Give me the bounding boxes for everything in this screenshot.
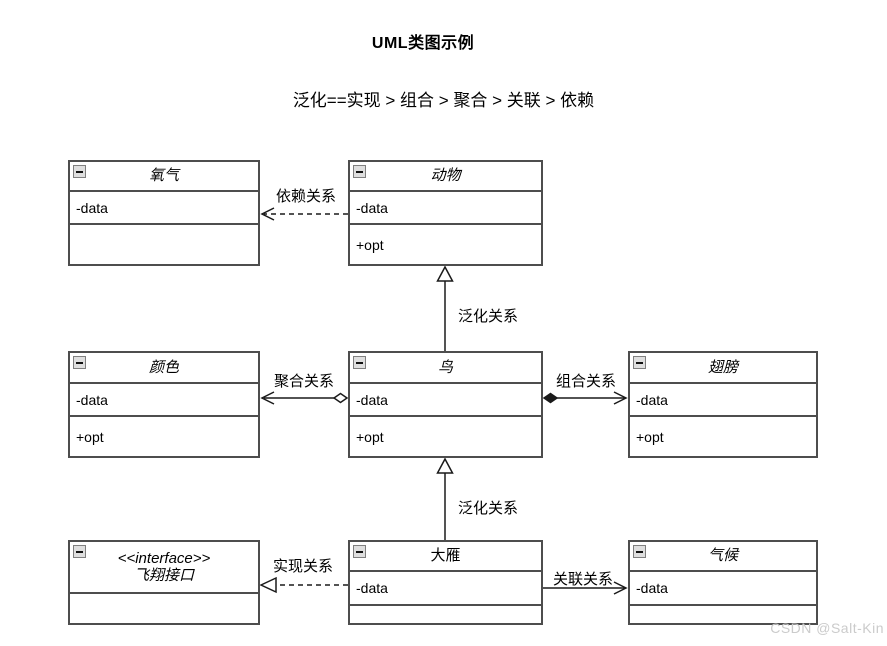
collapse-icon[interactable] — [353, 545, 366, 558]
attribute-row: -data — [70, 382, 258, 415]
generalization-top-line — [436, 265, 454, 351]
hollow-triangle-icon — [436, 457, 454, 474]
csdn-watermark: CSDN @Salt-Kin — [770, 620, 884, 636]
attribute-row: -data — [350, 570, 541, 604]
page-title: UML类图示例 — [371, 35, 475, 52]
attribute-row: -data — [350, 382, 541, 415]
minus-icon — [636, 361, 643, 364]
generalization-bottom-line — [436, 457, 454, 540]
open-arrowhead-icon — [613, 581, 628, 595]
minus-icon — [356, 361, 363, 364]
class-box-animal: 动物 -data +opt — [348, 160, 543, 266]
attribute-row: -data — [630, 382, 816, 415]
generalization-top-label: 泛化关系 — [458, 308, 519, 325]
aggregation-line — [260, 391, 349, 405]
collapse-icon[interactable] — [353, 165, 366, 178]
minus-icon — [636, 550, 643, 553]
class-header: <<interface>> 飞翔接口 — [70, 542, 258, 592]
methods-compartment — [70, 223, 258, 264]
collapse-icon[interactable] — [353, 356, 366, 369]
methods-compartment — [630, 604, 816, 623]
realization-line — [259, 576, 348, 594]
method-row: +opt — [350, 223, 541, 264]
class-name: 翅膀 — [707, 358, 738, 376]
dependency-label: 依赖关系 — [276, 188, 337, 205]
methods-compartment — [350, 604, 541, 623]
class-box-oxygen: 氧气 -data — [68, 160, 260, 266]
class-name: 动物 — [430, 167, 461, 185]
realization-label: 实现关系 — [273, 558, 334, 575]
class-name: 大雁 — [430, 547, 461, 565]
attribute-row: -data — [70, 190, 258, 223]
open-arrowhead-icon — [260, 391, 275, 405]
class-box-color: 颜色 -data +opt — [68, 351, 260, 458]
class-header: 氧气 — [70, 162, 258, 190]
class-header: 大雁 — [350, 542, 541, 570]
open-arrowhead-icon — [260, 207, 275, 221]
class-box-bird: 鸟 -data +opt — [348, 351, 543, 458]
open-arrowhead-icon — [613, 391, 628, 405]
class-header: 动物 — [350, 162, 541, 190]
class-name: 氧气 — [148, 167, 179, 185]
method-row: +opt — [350, 415, 541, 456]
class-box-wings: 翅膀 -data +opt — [628, 351, 818, 458]
aggregation-label: 聚合关系 — [274, 373, 335, 390]
minus-icon — [356, 550, 363, 553]
generalization-bottom-label: 泛化关系 — [458, 500, 519, 517]
class-name: 鸟 — [437, 358, 453, 376]
class-header: 鸟 — [350, 353, 541, 382]
minus-icon — [76, 550, 83, 553]
collapse-icon[interactable] — [73, 545, 86, 558]
collapse-icon[interactable] — [633, 545, 646, 558]
attributes-compartment — [70, 592, 258, 623]
minus-icon — [76, 170, 83, 173]
dependency-line — [260, 207, 348, 221]
hollow-diamond-icon — [332, 392, 349, 404]
class-header: 气候 — [630, 542, 816, 570]
minus-icon — [356, 170, 363, 173]
composition-label: 组合关系 — [556, 373, 617, 390]
collapse-icon[interactable] — [73, 165, 86, 178]
hollow-triangle-icon — [436, 265, 454, 282]
hollow-triangle-icon — [259, 576, 277, 594]
class-name: 飞翔接口 — [133, 567, 194, 584]
class-box-climate: 气候 -data — [628, 540, 818, 625]
association-label: 关联关系 — [553, 571, 614, 588]
minus-icon — [76, 361, 83, 364]
class-header: 颜色 — [70, 353, 258, 382]
attribute-row: -data — [630, 570, 816, 604]
class-box-goose: 大雁 -data — [348, 540, 543, 625]
class-name: 颜色 — [148, 358, 179, 376]
collapse-icon[interactable] — [633, 356, 646, 369]
legend-order-text: 泛化==实现 > 组合 > 聚合 > 关联 > 依赖 — [292, 91, 595, 110]
composition-line — [542, 391, 628, 405]
method-row: +opt — [70, 415, 258, 456]
attribute-row: -data — [350, 190, 541, 223]
class-name: 气候 — [707, 547, 738, 565]
collapse-icon[interactable] — [73, 356, 86, 369]
class-header: 翅膀 — [630, 353, 816, 382]
method-row: +opt — [630, 415, 816, 456]
stereotype-label: <<interface>> — [117, 549, 211, 567]
class-box-fly-interface: <<interface>> 飞翔接口 — [68, 540, 260, 625]
filled-diamond-icon — [542, 392, 559, 404]
